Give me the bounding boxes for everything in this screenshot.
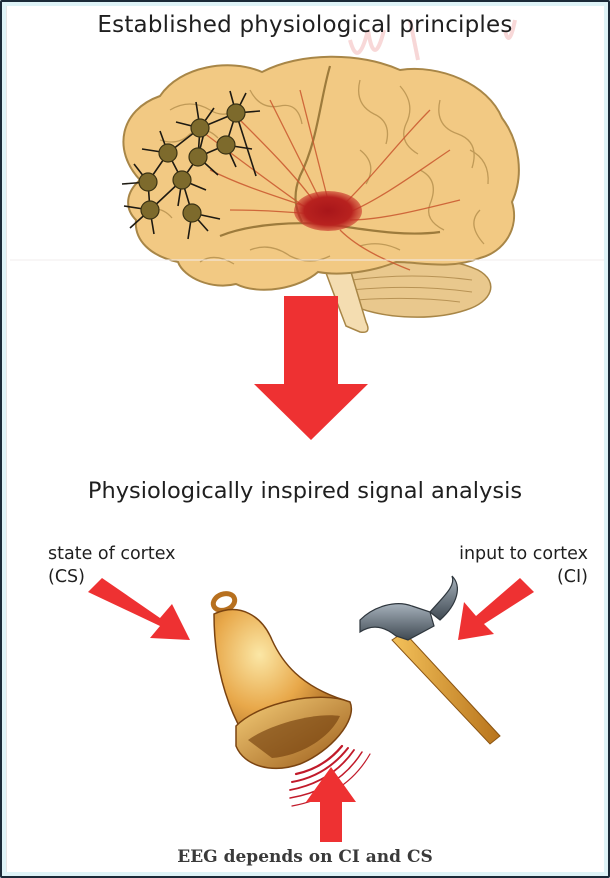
bell-icon bbox=[211, 591, 351, 769]
ci-label-line2: (CI) bbox=[459, 566, 588, 589]
cs-label: state of cortex (CS) bbox=[48, 543, 176, 589]
cs-label-line2: (CS) bbox=[48, 566, 176, 589]
activity-hotspot bbox=[294, 191, 362, 231]
ci-label: input to cortex (CI) bbox=[459, 543, 588, 589]
hammer-icon bbox=[360, 576, 500, 744]
section-subtitle: Physiologically inspired signal analysis bbox=[0, 478, 610, 504]
ci-label-line1: input to cortex bbox=[459, 543, 588, 566]
diagram-title: Established physiological principles bbox=[0, 12, 610, 38]
caption: EEG depends on CI and CS bbox=[0, 847, 610, 867]
up-arrow-icon bbox=[306, 767, 356, 842]
cs-label-line1: state of cortex bbox=[48, 543, 176, 566]
brain-illustration bbox=[122, 57, 519, 333]
